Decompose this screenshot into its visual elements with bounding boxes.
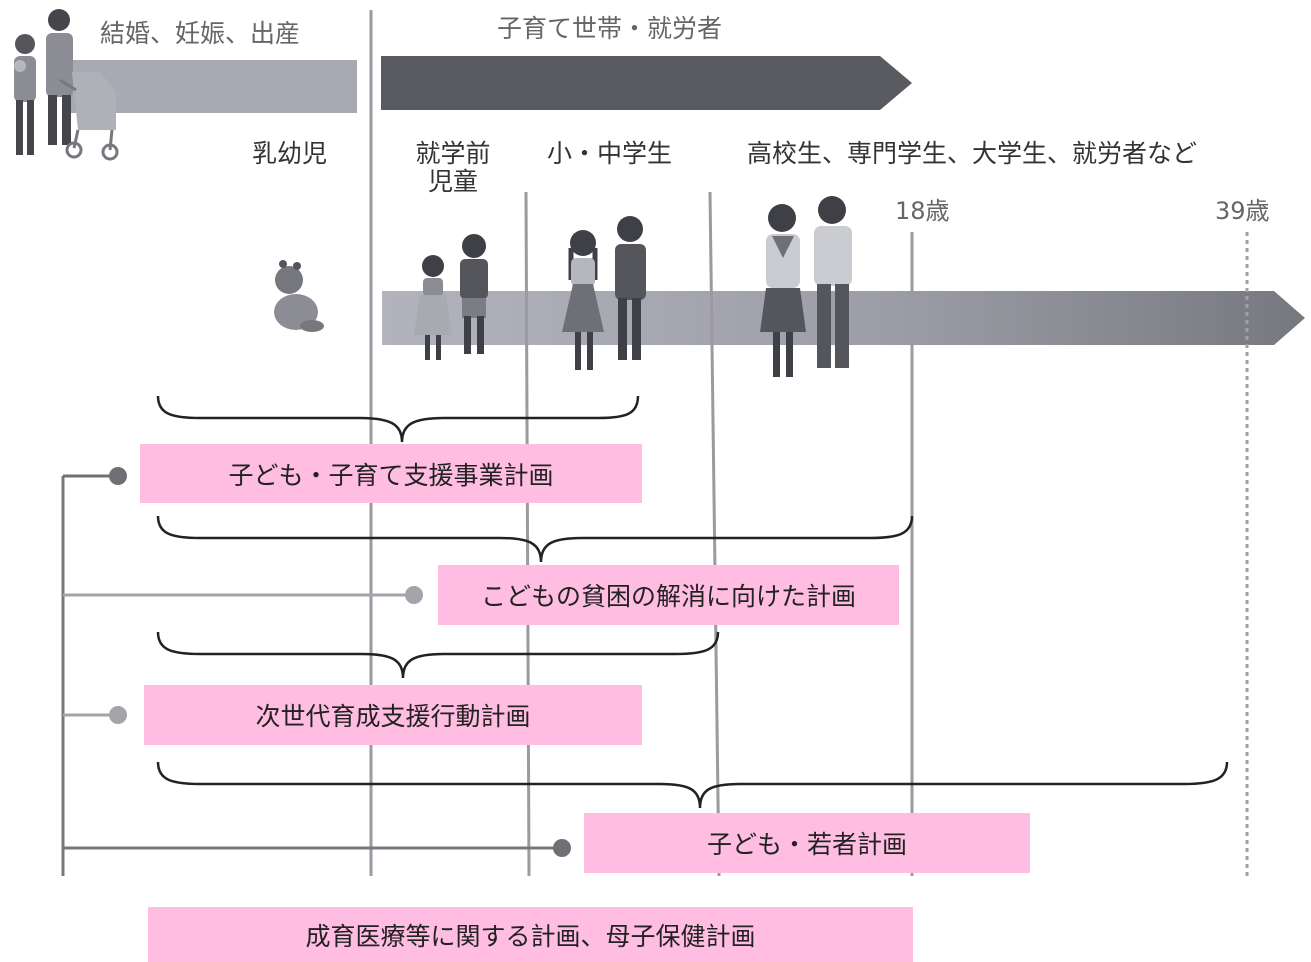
brace-plan-1 [156,395,640,443]
elementary-children-illustration [562,216,646,370]
preschool-children-illustration [414,234,488,360]
plan-next-generation: 次世代育成支援行動計画 [144,685,642,745]
plan-children-youth: 子ども・若者計画 [584,813,1030,873]
age-preschool-line2: 児童 [427,166,478,196]
connector-dot-2 [405,586,423,604]
connector-dot-3 [109,706,127,724]
age-39-label: 39歳 [1215,197,1270,225]
brace-plan-4 [156,761,1229,809]
age-preschool-line1: 就学前 [415,139,491,168]
boundary-line-school [524,191,531,877]
age-infant-label: 乳幼児 [252,139,328,168]
boundary-line-high-school [708,191,721,877]
plan-maternal-child-health: 成育医療等に関する計画、母子保健計画 [148,907,913,962]
stage-childrearing-label: 子育て世帯・就労者 [497,14,723,43]
plan-child-poverty: こどもの貧困の解消に向けた計画 [438,565,899,625]
stage-marriage-bar [70,60,357,113]
high-school-students-illustration [760,196,852,377]
age-elementary-middle-label: 小・中学生 [547,139,673,168]
brace-plan-2 [156,515,914,563]
age-18-label: 18歳 [895,197,950,225]
stage-childrearing-arrow [381,56,912,110]
brace-plan-3 [156,631,720,679]
age-preschool-label: 就学前 児童 [412,140,494,195]
family-illustration [14,9,119,161]
connector-dot-4 [553,839,571,857]
stage-marriage-label: 結婚、妊娠、出産 [100,19,301,48]
plan-child-support: 子ども・子育て支援事業計画 [140,444,642,503]
age-high-school-plus-label: 高校生、専門学生、大学生、就労者など [747,139,1198,168]
connector-dot-1 [109,467,127,485]
infant-illustration [274,260,324,332]
